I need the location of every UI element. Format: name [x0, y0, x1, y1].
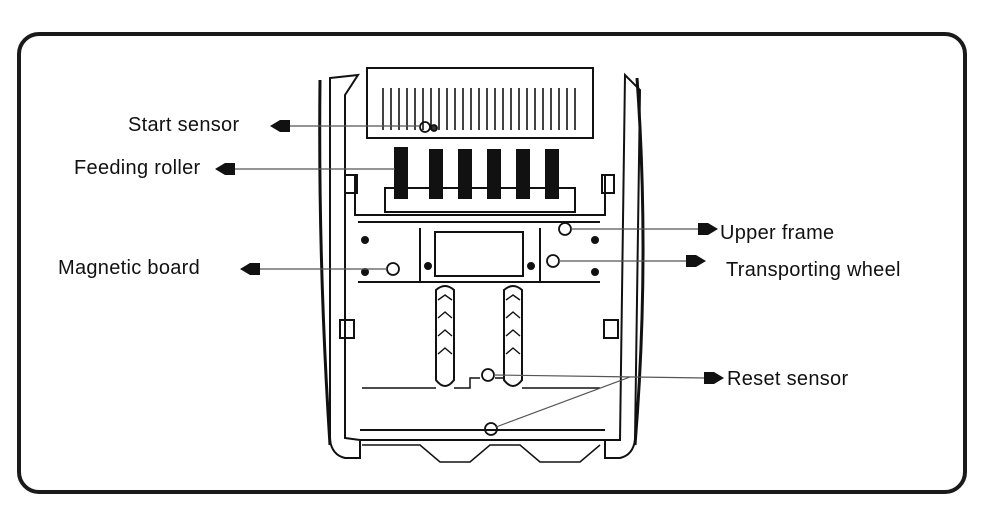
label-upper-frame: Upper frame	[720, 222, 835, 244]
upper-frame-area	[358, 221, 600, 283]
vent-slots	[382, 88, 576, 130]
arrowheads	[215, 120, 724, 384]
arrow-transporting-wheel	[686, 255, 706, 267]
feeding-rollers	[344, 147, 615, 216]
arrow-reset-sensor	[704, 372, 724, 384]
arrow-magnetic-board	[240, 263, 260, 275]
top-cover	[366, 67, 594, 139]
label-magnetic-board: Magnetic board	[58, 257, 201, 279]
arrow-feeding-roller	[215, 163, 235, 175]
arrow-upper-frame	[698, 223, 718, 235]
leader-lines	[232, 125, 707, 428]
label-start-sensor: Start sensor	[128, 114, 240, 136]
label-feeding-roller: Feeding roller	[74, 157, 201, 179]
label-reset-sensor: Reset sensor	[727, 368, 849, 390]
lower-tray	[339, 285, 619, 389]
label-transporting-wheel: Transporting wheel	[726, 259, 901, 281]
arrow-start-sensor	[270, 120, 290, 132]
diagram-border	[17, 32, 967, 494]
